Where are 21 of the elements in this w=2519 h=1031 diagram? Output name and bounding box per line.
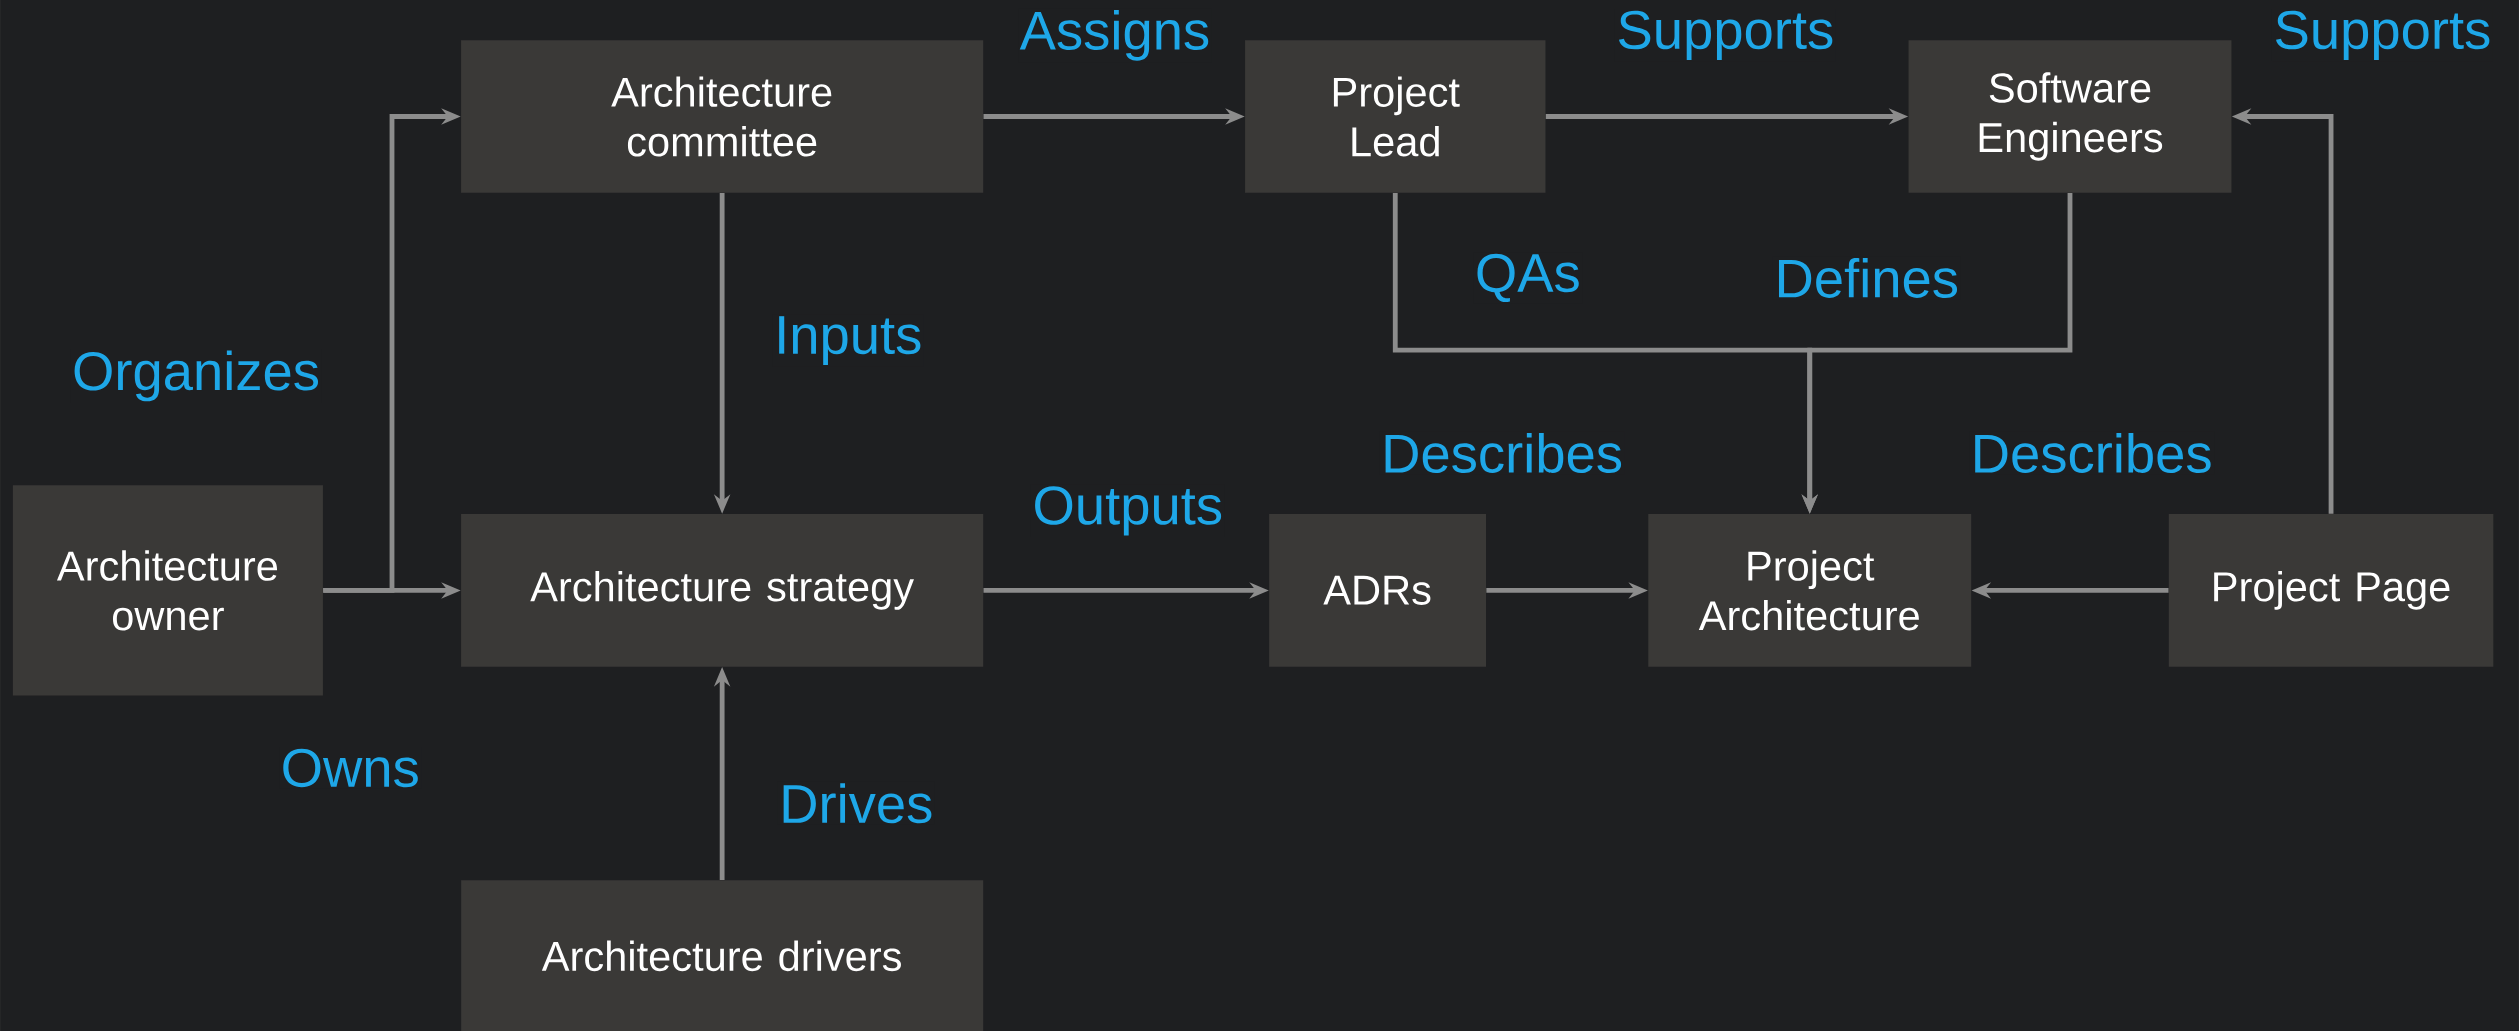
- edge-label: Describes: [1379, 431, 1625, 475]
- process-box: Project Lead: [1245, 40, 1546, 193]
- process-box: Architecture committee: [461, 40, 984, 193]
- edge-label: Inputs: [772, 314, 924, 367]
- process-box: Project Architecture: [1648, 513, 1972, 667]
- edge-label: Organizes: [70, 348, 322, 403]
- edge-label: Defines: [1772, 256, 1961, 300]
- edge-label: Outputs: [1030, 484, 1225, 537]
- edge-label: Supports: [2271, 8, 2493, 62]
- edge-label: Owns: [279, 746, 422, 789]
- process-box: ADRs: [1269, 513, 1487, 667]
- process-box: Project Page: [2168, 513, 2494, 667]
- edge-label: Assigns: [1018, 8, 1212, 63]
- process-box: Architecture strategy: [461, 513, 984, 667]
- edge-label: Drives: [777, 781, 935, 825]
- process-box: Architecture drivers: [461, 880, 984, 1031]
- edge-label: QAs: [1473, 252, 1583, 304]
- edge-label: Supports: [1614, 8, 1836, 62]
- process-box: Architecture owner: [12, 485, 323, 696]
- process-box: Software Engineers: [1908, 40, 2232, 193]
- edge-label: Describes: [1969, 431, 2215, 475]
